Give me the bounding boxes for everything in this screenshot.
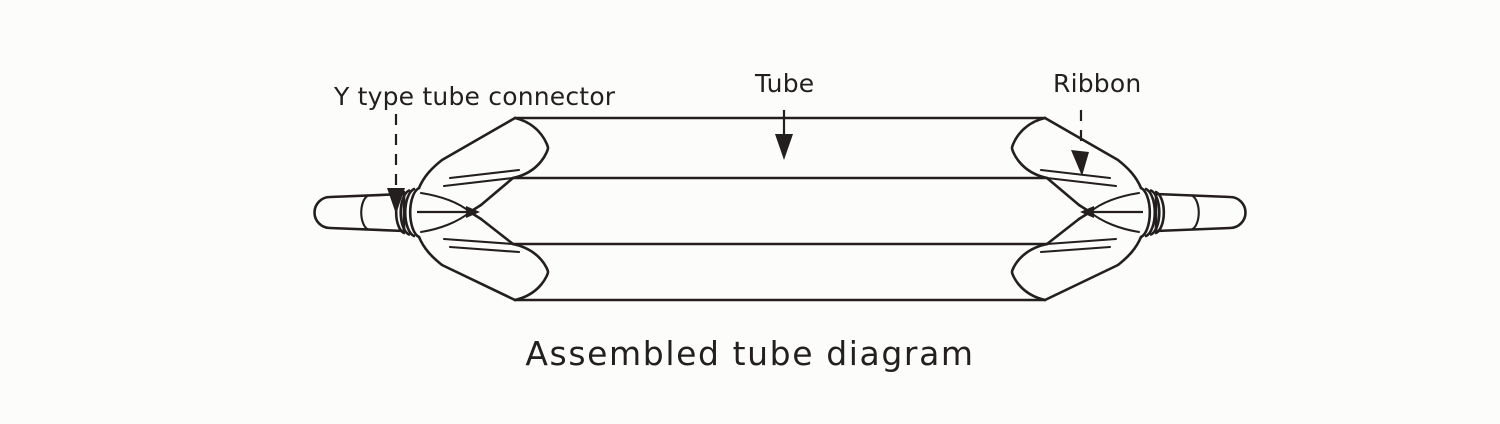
lower-tube xyxy=(511,242,1049,302)
y-type-tube-connector-label: Y type tube connector xyxy=(333,82,616,111)
ribbon-band-right-lower xyxy=(1039,237,1118,254)
annotation-ribbon: Ribbon xyxy=(1053,69,1141,176)
ribbon-label: Ribbon xyxy=(1053,69,1141,98)
figure-caption: Assembled tube diagram xyxy=(525,334,974,373)
left-center-line xyxy=(417,206,480,218)
right-stem xyxy=(1154,192,1247,233)
ribbon-arrowhead xyxy=(1071,150,1089,176)
right-center-line xyxy=(1080,206,1143,218)
annotation-tube: Tube xyxy=(754,69,814,160)
y-type-tube-connector-arrowhead xyxy=(387,188,405,214)
ribbon-band-right-upper xyxy=(1039,168,1118,188)
ribbon-band-left-lower xyxy=(442,237,521,254)
left-stem xyxy=(313,192,406,233)
tube-label: Tube xyxy=(754,69,814,98)
annotation-y-type-tube-connector: Y type tube connector xyxy=(333,82,616,214)
tube-arrowhead xyxy=(775,134,793,160)
ribbon-band-left-upper xyxy=(442,168,521,188)
upper-tube xyxy=(511,116,1049,180)
